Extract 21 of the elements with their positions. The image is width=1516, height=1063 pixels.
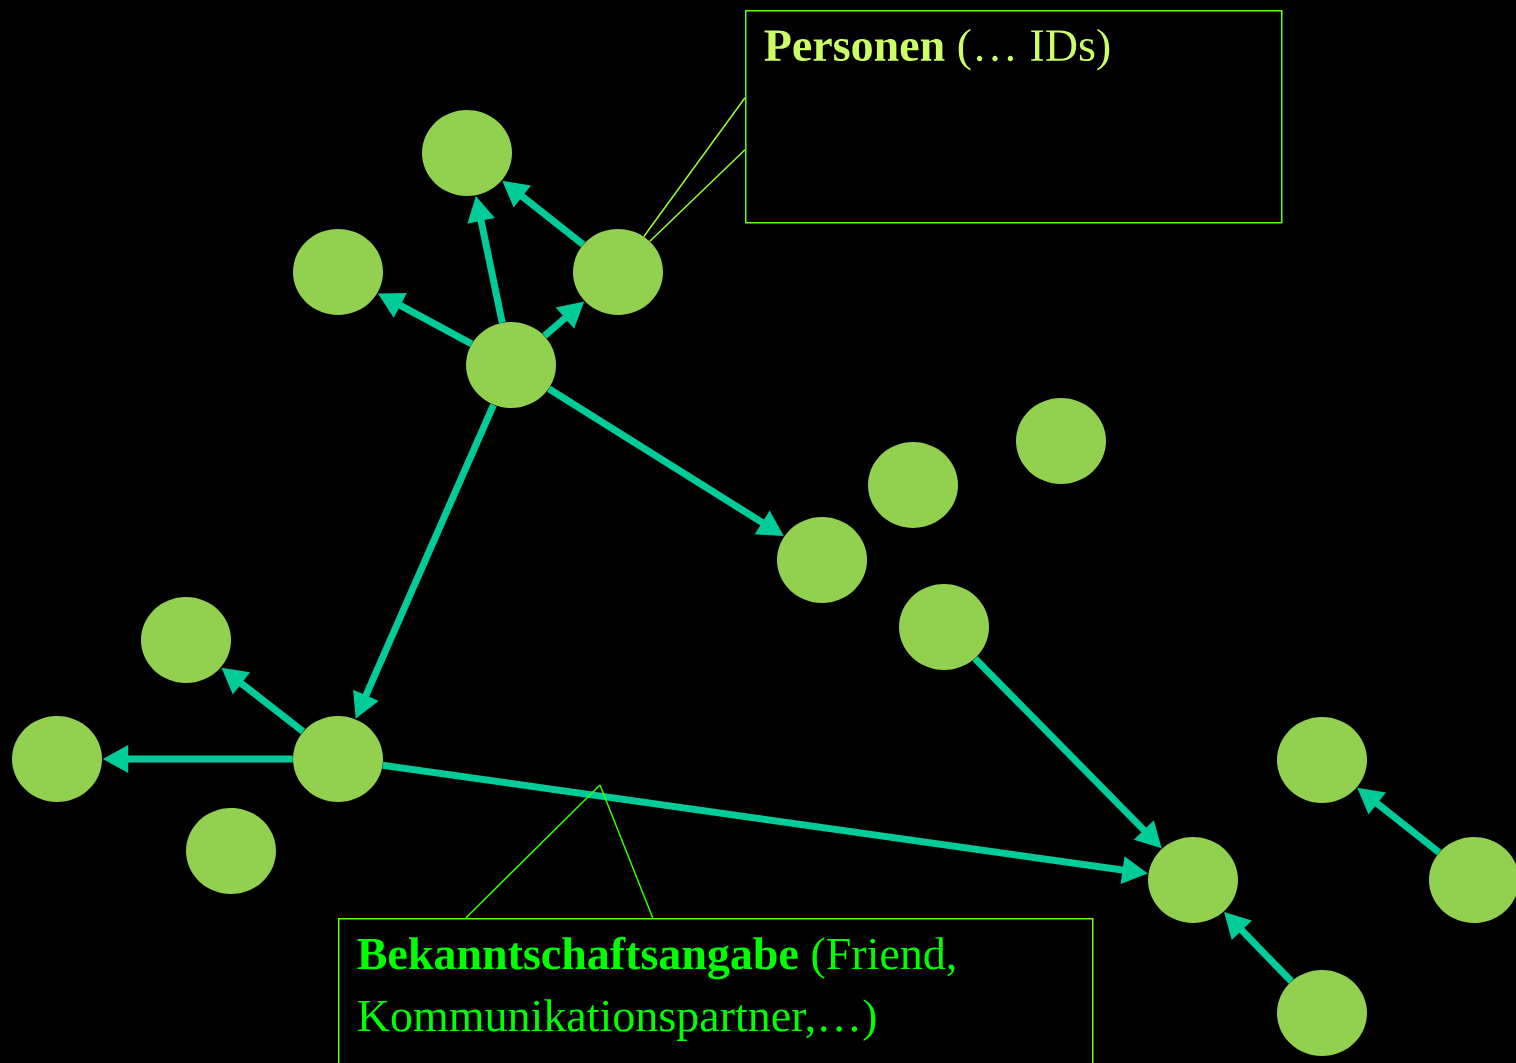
leader-line — [649, 149, 746, 243]
person-circle — [1277, 970, 1367, 1056]
person-circle — [1148, 837, 1238, 923]
person-circle — [899, 584, 989, 670]
person-circle — [422, 110, 512, 196]
person-circle — [12, 716, 102, 802]
leader-line — [465, 784, 601, 919]
person-circle — [1016, 398, 1106, 484]
person-circle — [293, 229, 383, 315]
person-circle — [1277, 717, 1367, 803]
leader-line — [599, 784, 654, 919]
person-circle — [186, 808, 276, 894]
person-circle — [777, 517, 867, 603]
callout-box: Personen (… IDs) — [745, 10, 1283, 224]
person-circle — [868, 442, 958, 528]
callout-box: Bekanntschaftsangabe (Friend, Kommunikationspartner,…) — [338, 918, 1094, 1063]
leader-line — [643, 97, 746, 238]
person-circle — [141, 597, 231, 683]
person-circle — [573, 229, 663, 315]
person-circle — [466, 322, 556, 408]
person-circle — [293, 716, 383, 802]
